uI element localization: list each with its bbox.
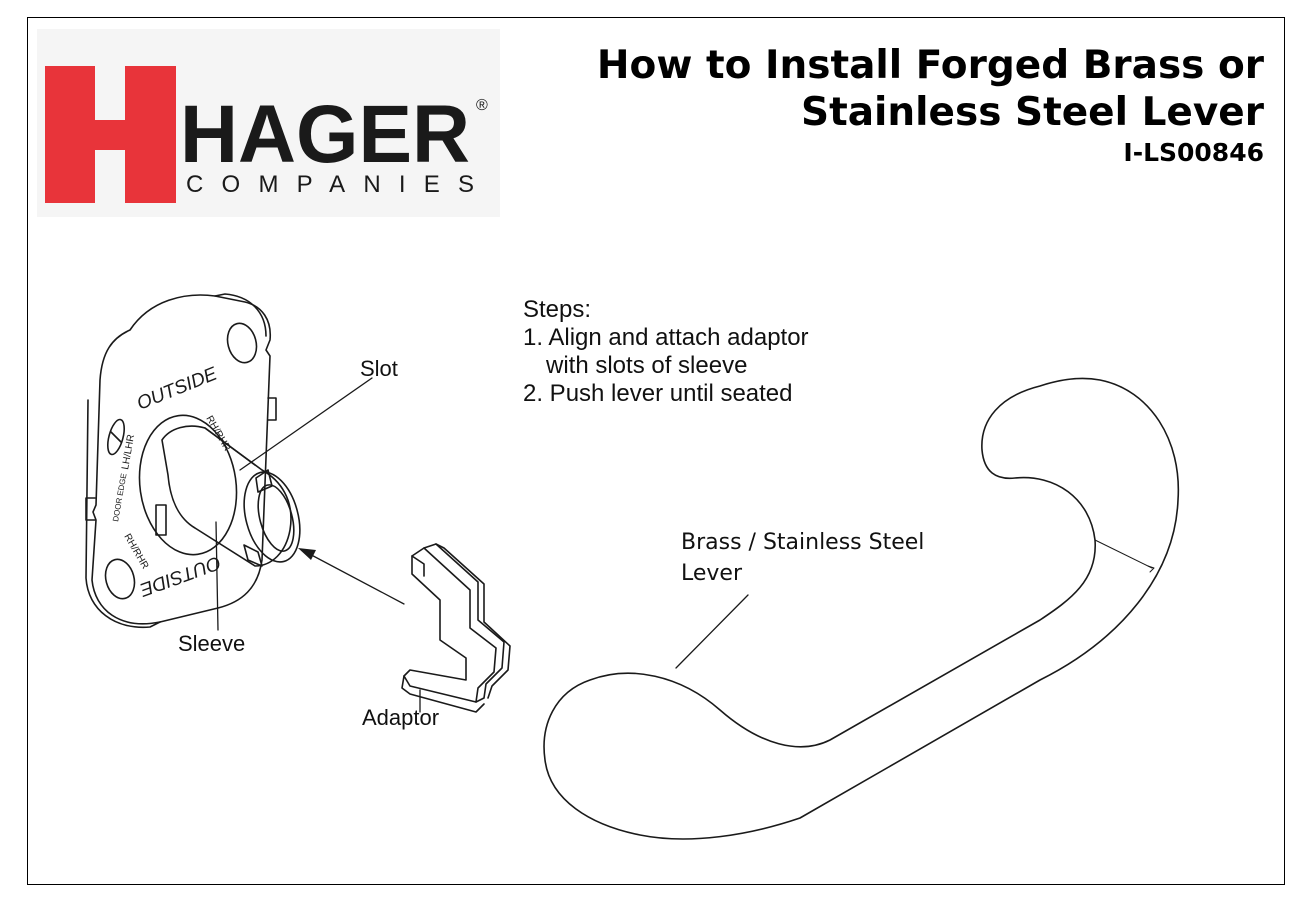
page-title: How to Install Forged Brass or Stainless… xyxy=(597,42,1264,170)
rose-plate xyxy=(91,294,271,625)
registered-mark: ® xyxy=(476,97,488,114)
lever-label-line-2: Lever xyxy=(681,561,743,586)
adaptor-label: Adaptor xyxy=(362,705,440,730)
title-line-1: How to Install Forged Brass or xyxy=(596,43,1264,88)
sleeve-leader xyxy=(215,521,219,631)
step-1-line-2: with slots of sleeve xyxy=(546,352,748,379)
sleeve-slot xyxy=(155,504,167,536)
arrow-head xyxy=(298,548,316,560)
slot-leader xyxy=(239,377,373,471)
rose-slot xyxy=(106,418,126,456)
adaptor-clip xyxy=(401,543,511,713)
rose-outside-top: OUTSIDE xyxy=(134,363,220,414)
lever-label: Brass / Stainless Steel Lever xyxy=(681,527,924,589)
brand-sub-text: COMPANIES xyxy=(186,171,474,198)
steps-heading: Steps: xyxy=(523,296,592,323)
sleeve-end xyxy=(243,471,301,563)
step-1-line-1: 1. Align and attach adaptor xyxy=(523,324,809,351)
title-line-2: Stainless Steel Lever xyxy=(801,90,1264,135)
direction-arrow xyxy=(301,549,405,605)
lever-label-line-1: Brass / Stainless Steel xyxy=(681,530,925,555)
rose-rh-rhr-bottom: RH/RHR xyxy=(121,532,150,571)
document-code: I-LS00846 xyxy=(1123,138,1264,167)
steps-list: Steps: 1. Align and attach adaptor with … xyxy=(523,296,809,408)
rose-rh-rhr-top: RH/RHR xyxy=(203,414,232,453)
screw-hole-top xyxy=(226,322,258,364)
lever-leader xyxy=(675,594,749,669)
brand-name-text: HAGER xyxy=(180,89,470,180)
sleeve-label: Sleeve xyxy=(178,631,246,656)
sleeve-base xyxy=(138,414,238,556)
step-2: 2. Push lever until seated xyxy=(523,380,793,407)
lever-handle xyxy=(543,377,1180,840)
rose-door-edge: DOOR EDGE xyxy=(111,473,128,523)
rose-outside-bottom: OUTSIDE xyxy=(137,551,224,600)
slot-label: Slot xyxy=(360,356,398,381)
screw-hole-bottom xyxy=(104,558,136,600)
sleeve xyxy=(161,425,292,567)
hager-h-mark xyxy=(45,66,176,203)
